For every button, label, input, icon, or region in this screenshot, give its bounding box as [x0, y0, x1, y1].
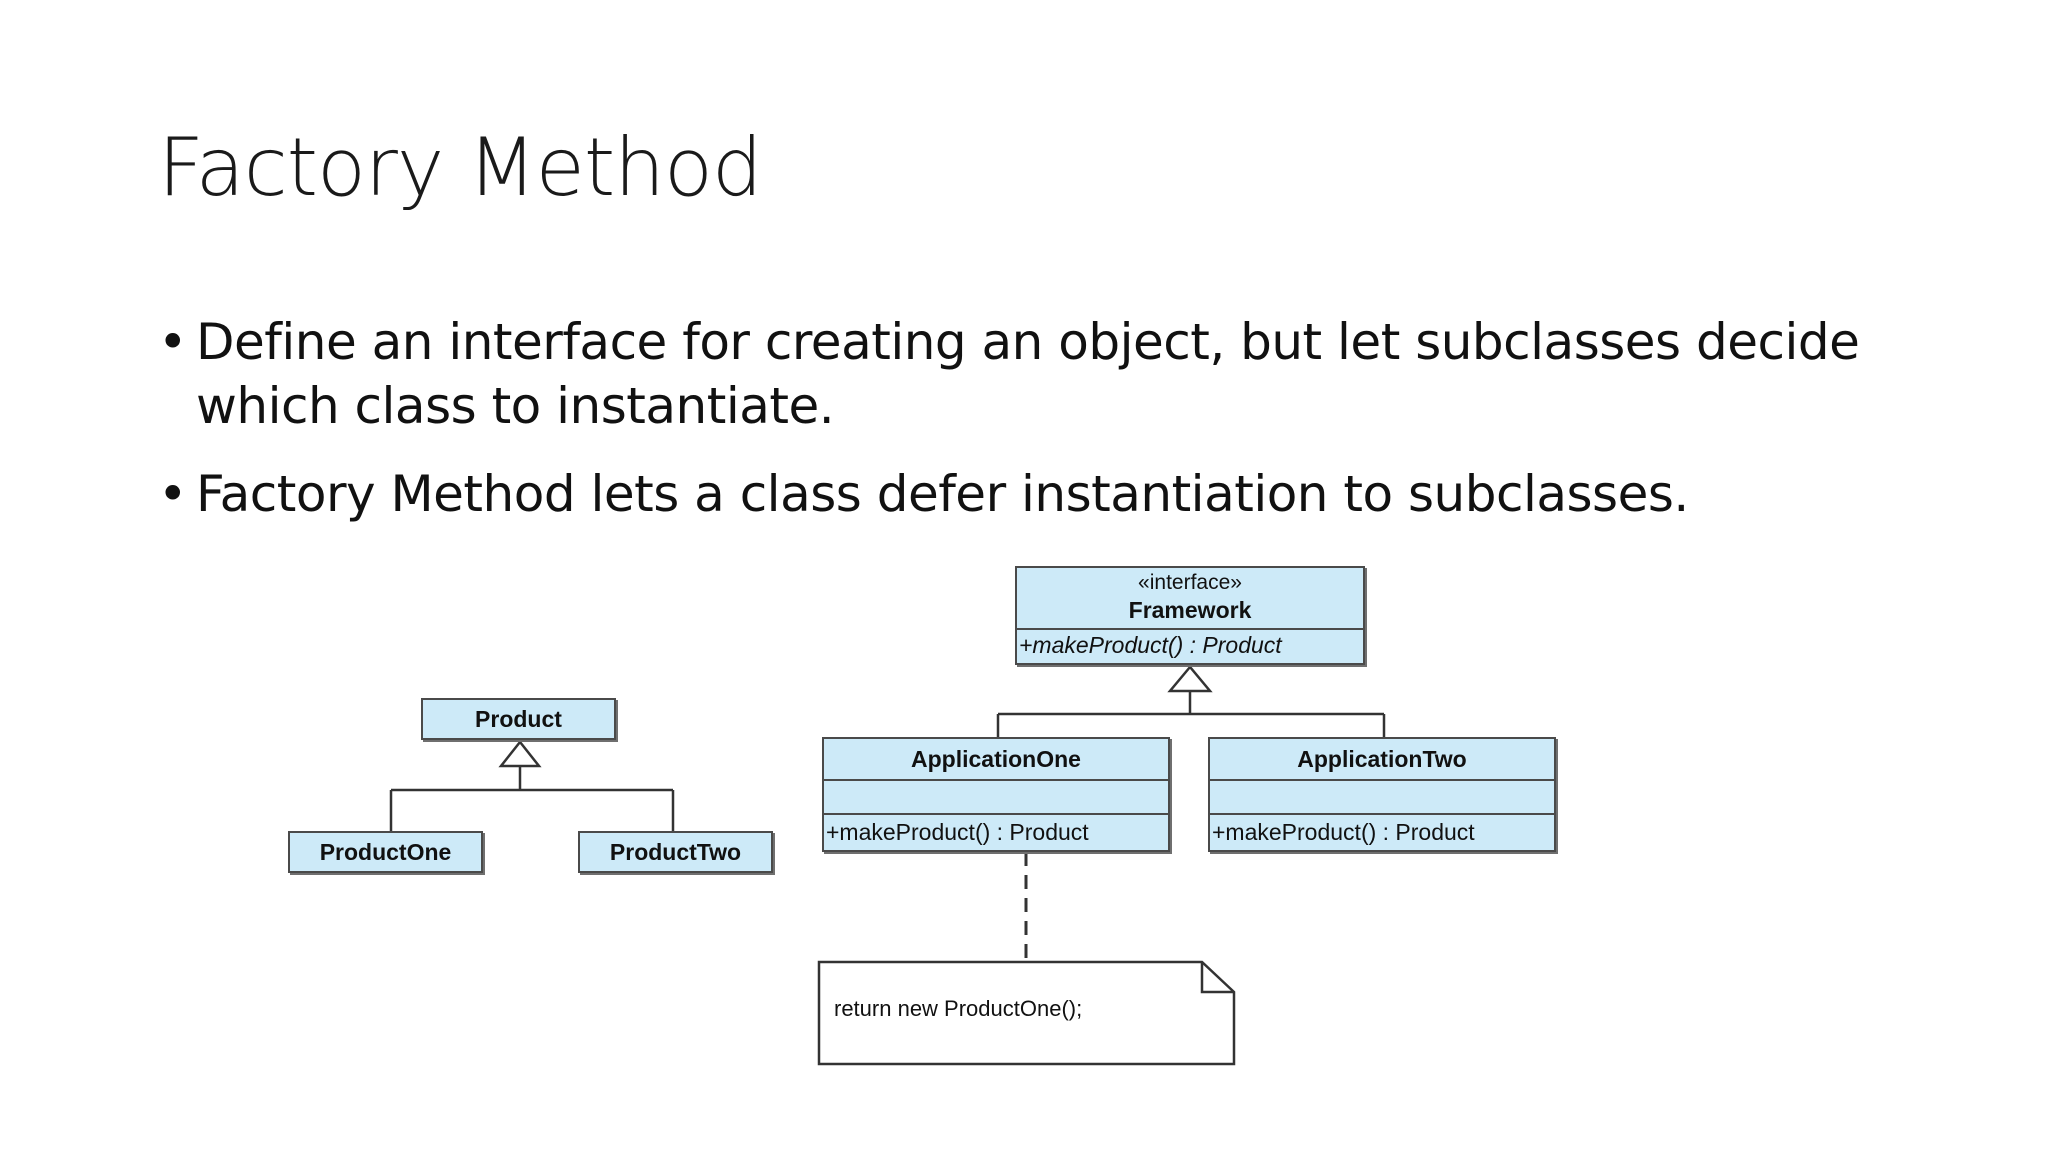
- class-name: ApplicationTwo: [1297, 746, 1467, 772]
- bullet-list: Define an interface for creating an obje…: [158, 310, 1898, 550]
- class-stereotype: «interface»: [1138, 571, 1242, 594]
- interface-framework: «interface» Framework +makeProduct() : P…: [1015, 566, 1365, 665]
- class-name: Product: [475, 706, 562, 732]
- class-name: ProductTwo: [609, 839, 742, 865]
- class-application-two: ApplicationTwo +makeProduct() : Product: [1208, 737, 1556, 852]
- note-fold: [1200, 962, 1234, 994]
- note-shape: [817, 960, 1236, 1066]
- class-operation: +makeProduct() : Product: [1212, 819, 1475, 845]
- class-product-one: ProductOne: [288, 831, 483, 873]
- class-name: ProductOne: [319, 839, 452, 865]
- class-operation: +makeProduct() : Product: [1019, 632, 1282, 658]
- generalization-arrow: [498, 739, 542, 768]
- class-divider: [824, 779, 1168, 813]
- class-divider: [1210, 779, 1554, 813]
- bullet-item: Factory Method lets a class defer instan…: [158, 462, 1898, 526]
- realization-arrow: [1167, 665, 1213, 693]
- class-divider: [824, 813, 1168, 815]
- note-text: return new ProductOne();: [834, 996, 1083, 1021]
- class-product-two: ProductTwo: [578, 831, 773, 873]
- class-name: ApplicationOne: [911, 746, 1081, 772]
- class-name: Framework: [1128, 597, 1252, 623]
- class-divider: [1017, 628, 1363, 630]
- class-operation: +makeProduct() : Product: [826, 819, 1089, 845]
- slide-title: Factory Method: [158, 121, 763, 214]
- class-product: Product: [421, 698, 616, 740]
- bullet-item: Define an interface for creating an obje…: [158, 310, 1898, 438]
- class-divider: [1210, 813, 1554, 815]
- class-application-one: ApplicationOne +makeProduct() : Product: [822, 737, 1170, 852]
